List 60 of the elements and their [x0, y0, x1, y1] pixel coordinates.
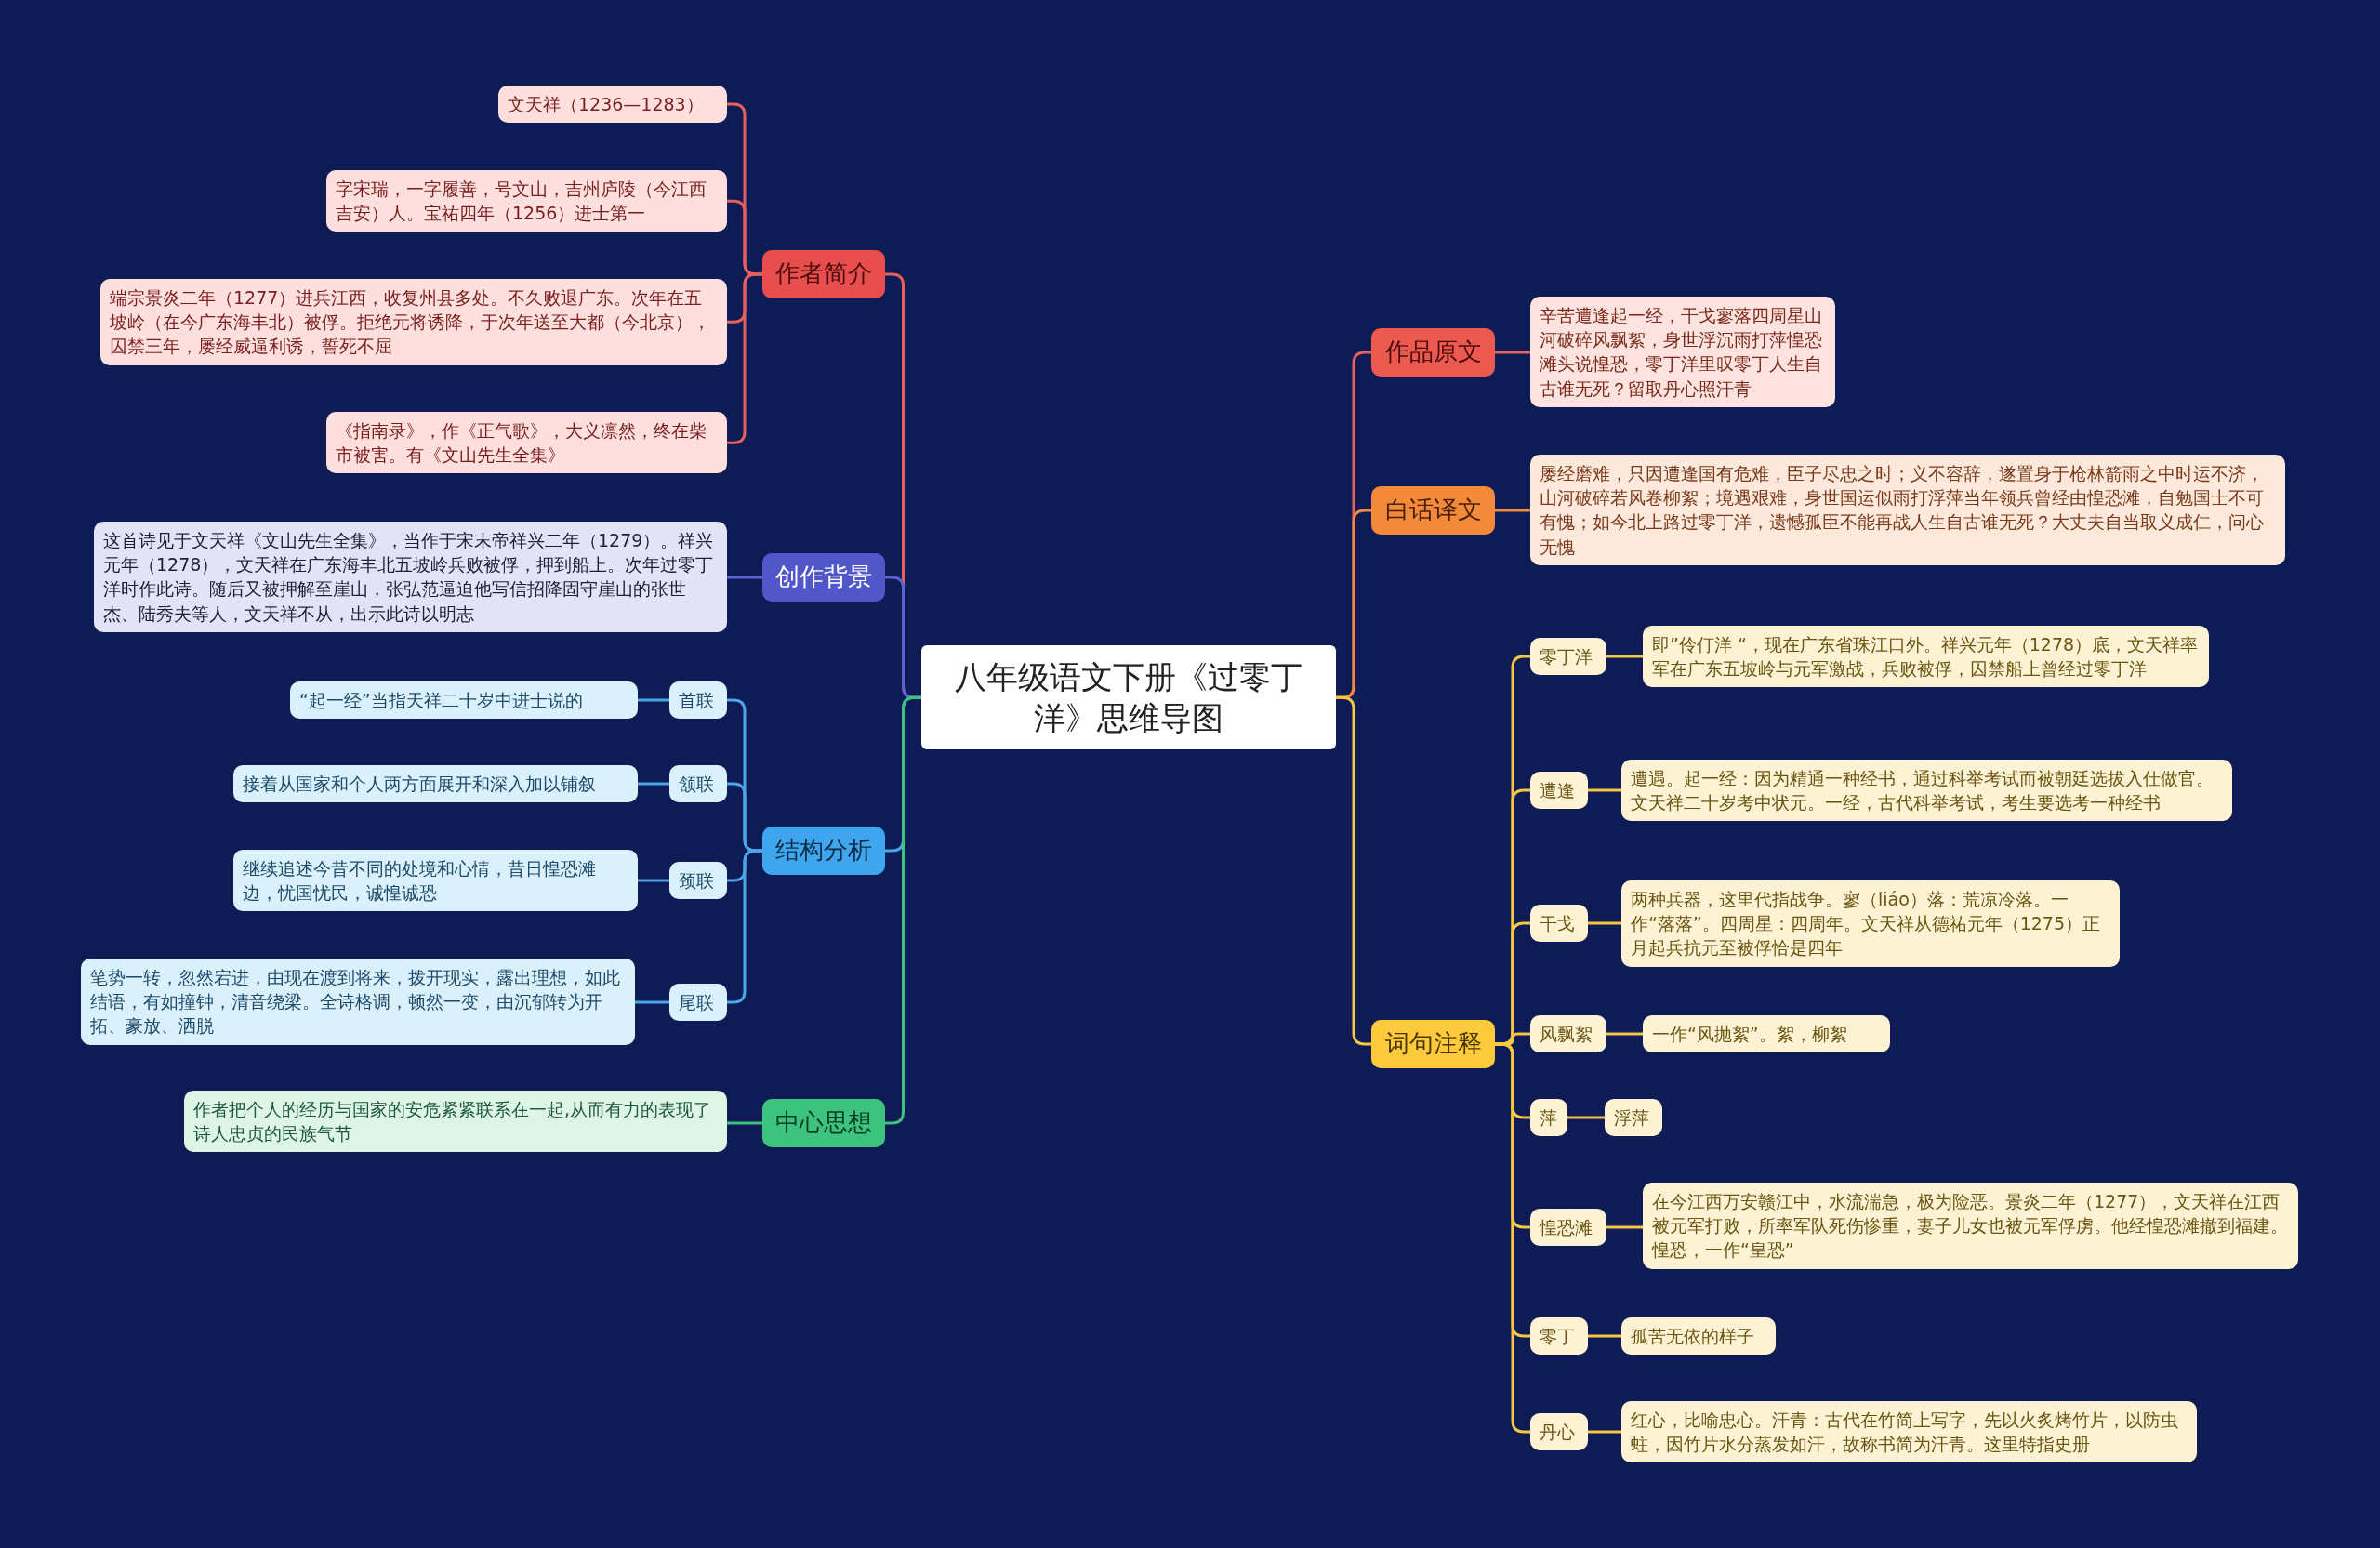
- note-box: 作者把个人的经历与国家的安危紧紧联系在一起,从而有力的表现了诗人忠贞的民族气节: [184, 1091, 727, 1153]
- connector-line: [1495, 509, 1530, 512]
- connector-line: [1588, 788, 1621, 792]
- connector-line: [1606, 655, 1643, 658]
- branch-topic: 中心思想: [762, 1099, 885, 1147]
- branch-topic: 结构分析: [762, 827, 885, 875]
- connector-line: [1495, 351, 1530, 354]
- note-box: 端宗景炎二年（1277）进兵江西，收复州县多处。不久败退广东。次年在五坡岭（在今广东海丰北）被俘。拒绝元将诱降，于次年送至大都（今北京），囚禁三年，屡经威逼利诱，誓死不屈: [100, 279, 727, 365]
- connector-line: [638, 879, 669, 882]
- branch-topic: 白话译文: [1371, 486, 1495, 535]
- connector-line: [727, 576, 762, 579]
- connector-line: [1606, 1225, 1643, 1229]
- note-box: 笔势一转，忽然宕进，由现在渡到将来，拨开现实，露出理想，如此结语，有如撞钟，清音绕梁。全诗格调，顿然一变，由沉郁转为开拓、豪放、洒脱: [81, 959, 635, 1045]
- central-topic: 八年级语文下册《过零丁洋》思维导图: [921, 645, 1336, 750]
- connector-line: [1588, 1334, 1621, 1338]
- connector-line: [1606, 1032, 1643, 1036]
- note-box: 红心，比喻忠心。汗青：古代在竹简上写字，先以火炙烤竹片，以防虫蛀，因竹片水分蒸发如汗，故称书简为汗青。这里特指史册: [1621, 1401, 2197, 1463]
- note-box: 屡经磨难，只因遭逢国有危难，臣子尽忠之时；义不容辞，遂置身于枪林箭雨之中时运不济，山河破碎若风卷柳絮；境遇艰难，身世国运似雨打浮萍当年领兵曾经由惶恐滩，自勉国士不可有愧；如今北上路过零丁洋，遗憾孤臣不能再战人生自古谁无死？大丈夫自当取义成仁，问心无愧: [1530, 455, 2285, 565]
- note-box: 即”伶仃洋 “，现在广东省珠江口外。祥兴元年（1278）底，文天祥率军在广东五坡岭与元军激战，兵败被俘，囚禁船上曾经过零丁洋: [1643, 626, 2209, 688]
- term-tag: 丹心: [1530, 1413, 1588, 1451]
- connector-line: [635, 1000, 669, 1004]
- branch-topic: 词句注释: [1371, 1020, 1495, 1068]
- note-box: 接着从国家和个人两方面展开和深入加以铺叙: [233, 765, 638, 803]
- connector-line: [638, 698, 669, 702]
- connector-line: [885, 695, 921, 1125]
- term-tag: 零丁洋: [1530, 638, 1606, 676]
- term-tag: 首联: [669, 681, 727, 720]
- connector-line: [638, 782, 669, 786]
- term-tag: 干戈: [1530, 905, 1588, 943]
- branch-topic: 作者简介: [762, 250, 885, 298]
- term-tag: 零丁: [1530, 1317, 1588, 1356]
- connector-line: [727, 849, 762, 1004]
- note-box: “起一经”当指天祥二十岁中进士说的: [290, 681, 638, 720]
- connector-line: [1588, 921, 1621, 925]
- note-box: 在今江西万安赣江中，水流湍急，极为险恶。景炎二年（1277），文天祥在江西被元军打败，所率军队死伤惨重，妻子儿女也被元军俘虏。他经惶恐滩撤到福建。惶恐，一作“皇恐”: [1643, 1183, 2298, 1269]
- term-tag: 颔联: [669, 765, 727, 803]
- note-box: 这首诗见于文天祥《文山先生全集》，当作于宋末帝祥兴二年（1279）。祥兴元年（1278），文天祥在广东海丰北五坡岭兵败被俘，押到船上。次年过零丁洋时作此诗。随后又被押解至崖山，张弘范逼迫他写信招降固守崖山的张世杰、陆秀夫等人，文天祥不从，出示此诗以明志: [94, 522, 727, 632]
- term-tag: 颈联: [669, 862, 727, 900]
- note-box: 辛苦遭逢起一经，干戈寥落四周星山河破碎风飘絮，身世浮沉雨打萍惶恐滩头说惶恐，零丁洋里叹零丁人生自古谁无死？留取丹心照汗青: [1530, 297, 1835, 407]
- note-box: 遭遇。起一经：因为精通一种经书，通过科举考试而被朝廷选拔入仕做官。文天祥二十岁考中状元。一经，古代科举考试，考生要选考一种经书: [1621, 760, 2232, 822]
- note-box: 一作“风抛絮”。絮，柳絮: [1643, 1015, 1890, 1053]
- term-tag: 萍: [1530, 1099, 1567, 1137]
- note-box: 文天祥（1236—1283）: [498, 86, 727, 124]
- connector-line: [727, 272, 762, 444]
- term-tag: 风飘絮: [1530, 1015, 1606, 1053]
- note-box: 两种兵器，这里代指战争。寥（liáo）落：荒凉冷落。一作“落落”。四周星：四周年。文天祥从德祐元年（1275）正月起兵抗元至被俘恰是四年: [1621, 880, 2120, 967]
- note-box: 继续追述今昔不同的处境和心情，昔日惶恐滩边，忧国忧民，诚惶诚恐: [233, 850, 638, 912]
- connector-line: [1588, 1430, 1621, 1434]
- term-tag: 浮萍: [1605, 1099, 1662, 1137]
- connector-line: [1567, 1116, 1605, 1119]
- term-tag: 遭逢: [1530, 772, 1588, 810]
- note-box: 孤苦无依的样子: [1621, 1317, 1776, 1356]
- note-box: 《指南录》，作《正气歌》，大义凛然，终在柴市被害。有《文山先生全集》: [326, 412, 727, 474]
- term-tag: 惶恐滩: [1530, 1209, 1606, 1247]
- connector-line: [1495, 1042, 1530, 1434]
- note-box: 字宋瑞，一字履善，号文山，吉州庐陵（今江西吉安）人。宝祐四年（1256）进士第一: [326, 170, 727, 232]
- connector-line: [727, 1121, 762, 1125]
- term-tag: 尾联: [669, 984, 727, 1022]
- branch-topic: 作品原文: [1371, 328, 1495, 377]
- branch-topic: 创作背景: [762, 553, 885, 602]
